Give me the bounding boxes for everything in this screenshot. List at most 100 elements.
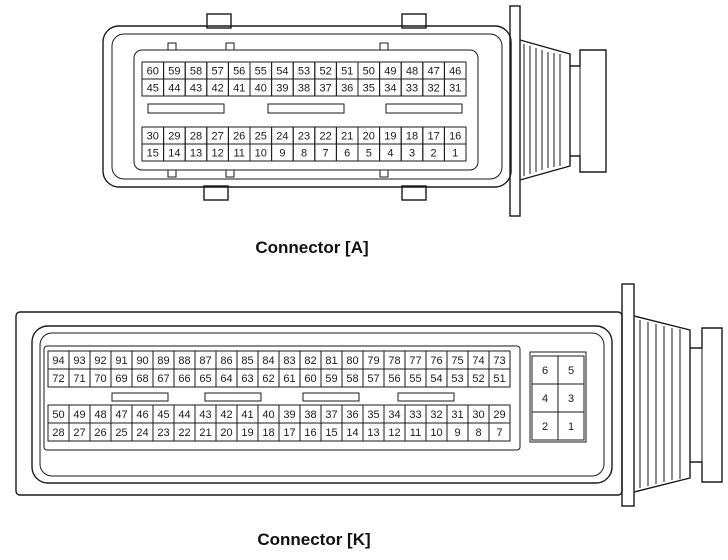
pin-number-label: 35 <box>363 82 375 94</box>
pin-number-label: 65 <box>199 373 211 385</box>
pin-number-label: 87 <box>199 355 211 367</box>
pin-number-label: 13 <box>367 427 379 439</box>
pin-number-label: 10 <box>255 147 267 159</box>
pin-number-label: 47 <box>115 409 127 421</box>
pin-number-label: 73 <box>493 355 505 367</box>
pin-number-label: 1 <box>568 421 574 433</box>
pin-number-label: 23 <box>157 427 169 439</box>
pin-number-label: 14 <box>346 427 358 439</box>
connector-k-cable-clip <box>690 327 723 483</box>
connector-k-flange <box>621 283 635 507</box>
pin-number-label: 18 <box>406 130 418 142</box>
pin-number-label: 36 <box>346 409 358 421</box>
pin-number-label: 57 <box>367 373 379 385</box>
pin-number-label: 72 <box>52 373 64 385</box>
connector-a-key-tab <box>379 42 389 51</box>
pin-number-label: 25 <box>255 130 267 142</box>
pin-number-label: 89 <box>157 355 169 367</box>
pin-number-label: 19 <box>241 427 253 439</box>
pin-number-label: 33 <box>406 82 418 94</box>
pin-number-label: 9 <box>279 147 285 159</box>
pin-number-label: 24 <box>276 130 288 142</box>
pin-number-label: 27 <box>73 427 85 439</box>
connector-a-top-latch-right <box>401 13 427 29</box>
connector-k-caption: Connector [K] <box>257 530 370 549</box>
pin-number-label: 71 <box>73 373 85 385</box>
pin-number-label: 47 <box>427 65 439 77</box>
connector-a-bottom-latch-right <box>401 185 427 201</box>
pin-number-label: 9 <box>454 427 460 439</box>
pin-number-label: 74 <box>472 355 484 367</box>
pin-number-label: 31 <box>451 409 463 421</box>
pin-number-label: 25 <box>115 427 127 439</box>
pin-number-label: 60 <box>147 65 159 77</box>
pin-number-label: 1 <box>452 147 458 159</box>
connector-a-bottom-latch-left <box>203 185 229 201</box>
pin-number-label: 11 <box>410 427 421 439</box>
pin-number-label: 50 <box>52 409 64 421</box>
pin-number-label: 60 <box>304 373 316 385</box>
pin-number-label: 90 <box>136 355 148 367</box>
pin-number-label: 86 <box>220 355 232 367</box>
pin-number-label: 15 <box>147 147 159 159</box>
pin-number-label: 11 <box>233 147 244 159</box>
pin-number-label: 6 <box>542 365 548 377</box>
pin-number-label: 51 <box>493 373 505 385</box>
pin-number-label: 46 <box>136 409 148 421</box>
pin-number-label: 59 <box>325 373 337 385</box>
connector-a-key-tab <box>225 169 235 178</box>
pin-number-label: 4 <box>387 147 393 159</box>
pin-number-label: 53 <box>451 373 463 385</box>
pin-number-label: 55 <box>255 65 267 77</box>
connector-a-separator-slot <box>385 103 463 114</box>
pin-number-label: 16 <box>449 130 461 142</box>
pin-number-label: 26 <box>233 130 245 142</box>
pin-number-label: 52 <box>472 373 484 385</box>
pin-cell <box>443 78 467 97</box>
pin-cell <box>557 411 585 441</box>
pin-number-label: 16 <box>304 427 316 439</box>
connector-a-key-tab <box>167 42 177 51</box>
pin-number-label: 41 <box>241 409 253 421</box>
pin-number-label: 3 <box>409 147 415 159</box>
connector-a-key-tab <box>379 169 389 178</box>
pin-number-label: 21 <box>341 130 353 142</box>
pin-number-label: 27 <box>211 130 223 142</box>
pin-number-label: 2 <box>431 147 437 159</box>
pin-number-label: 32 <box>430 409 442 421</box>
pin-number-label: 56 <box>388 373 400 385</box>
connector-a-key-tab <box>167 169 177 178</box>
pin-number-label: 22 <box>178 427 190 439</box>
pin-number-label: 83 <box>283 355 295 367</box>
pin-cell <box>488 422 511 442</box>
pin-number-label: 52 <box>319 65 331 77</box>
pin-number-label: 7 <box>323 147 329 159</box>
pin-number-label: 53 <box>298 65 310 77</box>
pin-number-label: 29 <box>493 409 505 421</box>
pin-number-label: 43 <box>199 409 211 421</box>
pin-number-label: 12 <box>211 147 223 159</box>
connector-a-separator-slot <box>147 103 225 114</box>
pin-number-label: 12 <box>388 427 400 439</box>
pin-number-label: 34 <box>388 409 400 421</box>
pin-number-label: 78 <box>388 355 400 367</box>
pin-number-label: 23 <box>298 130 310 142</box>
pin-number-label: 82 <box>304 355 316 367</box>
connector-k-housing <box>15 311 623 496</box>
pin-number-label: 20 <box>363 130 375 142</box>
pin-number-label: 14 <box>168 147 180 159</box>
pin-number-label: 58 <box>190 65 202 77</box>
pin-number-label: 38 <box>298 82 310 94</box>
pin-number-label: 59 <box>168 65 180 77</box>
connector-a-housing-inner <box>111 33 503 180</box>
pin-number-label: 5 <box>568 365 574 377</box>
pin-number-label: 30 <box>472 409 484 421</box>
pin-number-label: 15 <box>325 427 337 439</box>
pin-number-label: 21 <box>199 427 211 439</box>
pin-number-label: 55 <box>409 373 421 385</box>
